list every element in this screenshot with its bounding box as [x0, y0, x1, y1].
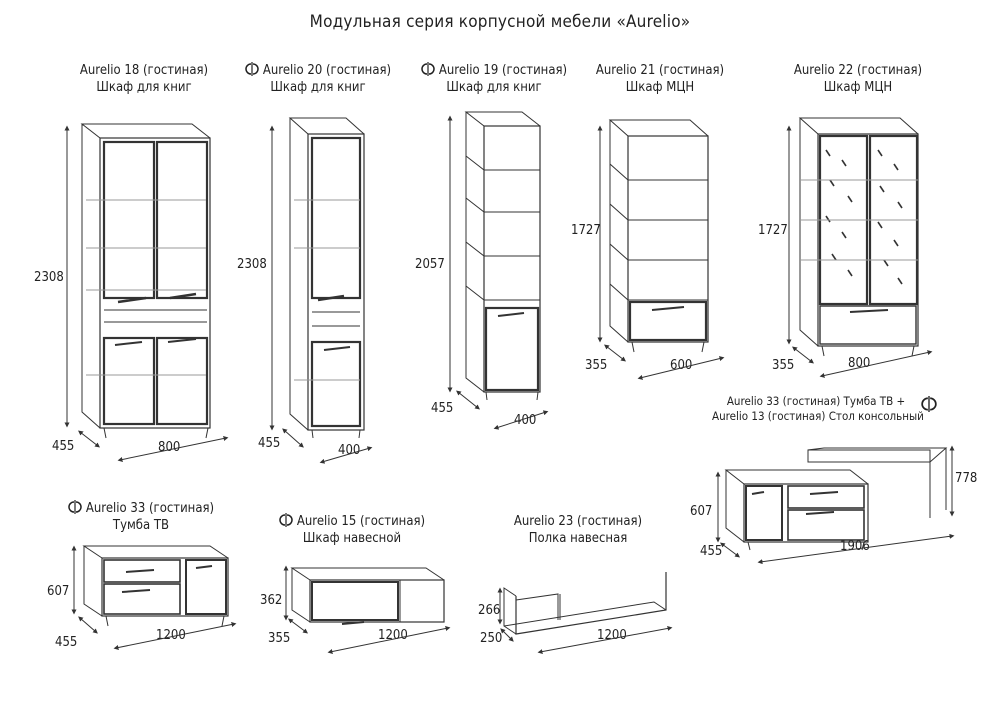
dim-height: 2308 — [34, 270, 64, 285]
dim-depth: 355 — [772, 358, 795, 373]
dim-height: 266 — [478, 603, 501, 618]
dim-depth: 455 — [700, 544, 723, 559]
dim-depth: 455 — [52, 439, 75, 454]
page-title: Модульная серия корпусной мебели «Aureli… — [309, 12, 691, 32]
dim-depth: 250 — [480, 631, 503, 646]
item-label-aurelio-21: Aurelio 21 (гостиная) Шкаф МЦН — [590, 62, 730, 96]
item-name: Aurelio 33 (гостиная) — [85, 501, 215, 516]
item-label-aurelio-19: Aurelio 19 (гостиная) Шкаф для книг — [416, 62, 572, 96]
item-label-aurelio-33: Aurelio 33 (гостиная) Тумба ТВ — [56, 500, 226, 534]
dim-height: 362 — [260, 593, 283, 608]
item-label-aurelio-15: Aurelio 15 (гостиная) Шкаф навесной — [272, 513, 432, 547]
item-name: Aurelio 33 (гостиная) Тумба ТВ + — [726, 394, 906, 408]
item-label-aurelio-18: Aurelio 18 (гостиная) Шкаф для книг — [74, 62, 214, 96]
item-name: Aurelio 21 (гостиная) — [595, 63, 725, 78]
dim-table-height: 778 — [955, 471, 978, 486]
mirror-icon — [245, 62, 259, 76]
item-type: Aurelio 13 (гостиная) Стол консольный — [712, 409, 924, 423]
item-name: Aurelio 19 (гостиная) — [438, 63, 568, 78]
dim-height: 607 — [690, 504, 713, 519]
dim-height: 2308 — [237, 257, 267, 272]
item-type: Шкаф МЦН — [625, 80, 695, 95]
mirror-icon — [921, 396, 937, 412]
cabinet-aurelio-18 — [64, 123, 229, 462]
item-type: Шкаф навесной — [302, 531, 402, 546]
dim-depth: 455 — [258, 436, 281, 451]
mirror-icon — [421, 62, 435, 76]
item-name: Aurelio 23 (гостиная) — [513, 514, 643, 529]
item-type: Шкаф для книг — [446, 80, 542, 95]
item-name: Aurelio 22 (гостиная) — [793, 63, 923, 78]
dim-depth: 355 — [585, 358, 608, 373]
dim-height: 1727 — [571, 223, 601, 238]
item-type: Полка навесная — [528, 531, 628, 546]
item-label-aurelio-33-13: Aurelio 33 (гостиная) Тумба ТВ + Aurelio… — [712, 394, 924, 424]
dim-depth: 355 — [268, 631, 291, 646]
item-label-aurelio-23: Aurelio 23 (гостиная) Полка навесная — [508, 513, 648, 547]
cabinet-aurelio-19 — [447, 111, 549, 430]
dim-height: 2057 — [415, 257, 445, 272]
item-name: Aurelio 20 (гостиная) — [262, 63, 392, 78]
shelf-aurelio-23 — [497, 572, 673, 655]
dim-height: 1727 — [758, 223, 788, 238]
cabinet-aurelio-33-13 — [715, 445, 955, 565]
item-type: Шкаф для книг — [96, 80, 192, 95]
item-label-aurelio-22: Aurelio 22 (гостиная) Шкаф МЦН — [788, 62, 928, 96]
cabinet-aurelio-22 — [786, 117, 933, 378]
item-name: Aurelio 18 (гостиная) — [79, 63, 209, 78]
cabinet-aurelio-15 — [283, 565, 451, 654]
dim-depth: 455 — [55, 635, 78, 650]
cabinet-aurelio-20 — [269, 117, 373, 464]
item-type: Шкаф МЦН — [823, 80, 893, 95]
dim-height: 607 — [47, 584, 70, 599]
item-type: Шкаф для книг — [270, 80, 366, 95]
cabinet-aurelio-33 — [71, 545, 237, 650]
mirror-icon — [279, 513, 293, 527]
mirror-icon — [68, 500, 82, 514]
item-label-aurelio-20: Aurelio 20 (гостиная) Шкаф для книг — [238, 62, 398, 96]
dim-depth: 455 — [431, 401, 454, 416]
cabinet-aurelio-21 — [597, 119, 725, 380]
item-type: Тумба ТВ — [112, 518, 170, 533]
item-name: Aurelio 15 (гостиная) — [296, 514, 426, 529]
